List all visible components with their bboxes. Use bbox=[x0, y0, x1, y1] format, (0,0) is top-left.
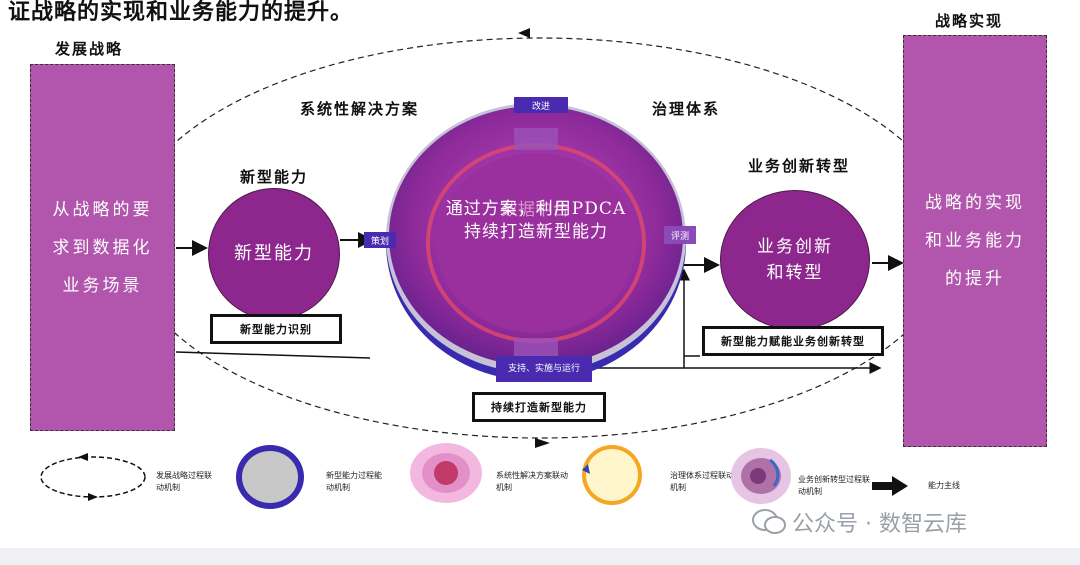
thick-arrow-icon bbox=[872, 476, 908, 496]
watermark: 公众号 · 数智云库 bbox=[752, 506, 967, 538]
tag-measure: 评测 bbox=[664, 226, 696, 244]
legend: 发展战略过程联动机制 新型能力过程能动机制 系统性解决方案联动机制 治理体系过程… bbox=[38, 443, 960, 512]
label-new-capability: 新型能力 bbox=[240, 168, 309, 186]
tag-support: 支持、实施与运行 bbox=[496, 356, 592, 382]
footer-bar bbox=[0, 548, 1080, 565]
watermark-text: 公众号 · 数智云库 bbox=[792, 512, 967, 537]
left-panel: 从战略的要求到数据化业务场景 bbox=[30, 64, 175, 431]
new-capability-text: 新型能力 bbox=[234, 243, 314, 264]
business-circle: 业务创新和转型 bbox=[720, 190, 870, 330]
gray-circle-icon bbox=[236, 445, 304, 509]
yellow-circle-icon bbox=[582, 445, 642, 505]
left-panel-text: 从战略的要求到数据化业务场景 bbox=[52, 199, 153, 296]
box-enable: 新型能力赋能业务创新转型 bbox=[702, 326, 884, 356]
legend-text-1: 新型能力过程能动机制 bbox=[326, 471, 382, 492]
right-panel-text: 战略的实现和业务能力的提升 bbox=[925, 193, 1025, 289]
tag-plan: 策划 bbox=[364, 232, 396, 248]
new-capability-circle: 新型能力 bbox=[208, 188, 340, 320]
page-title: 证战略的实现和业务能力的提升。 bbox=[8, 0, 354, 25]
swirl-circle-icon bbox=[731, 448, 791, 504]
center-ghost-text: 数据中台 bbox=[501, 200, 569, 220]
legend-text-4: 业务创新转型过程联动机制 bbox=[798, 475, 870, 496]
center-sphere bbox=[386, 103, 686, 381]
legend-text-2: 系统性解决方案联动机制 bbox=[496, 471, 568, 492]
tag-improve: 改进 bbox=[514, 97, 568, 113]
wechat-icon bbox=[752, 509, 786, 534]
label-governance: 治理体系 bbox=[652, 100, 721, 118]
label-business: 业务创新转型 bbox=[748, 157, 851, 175]
left-panel-header: 发展战略 bbox=[55, 40, 124, 58]
legend-text-3: 治理体系过程联动机制 bbox=[670, 471, 734, 492]
pink-sphere-icon bbox=[410, 443, 482, 503]
legend-text-5: 能力主线 bbox=[928, 481, 960, 490]
right-panel: 战略的实现和业务能力的提升 bbox=[903, 35, 1047, 447]
center-main-text: 通过方案，利用PDCA持续打造新型能力 bbox=[445, 199, 627, 242]
box-continuous: 持续打造新型能力 bbox=[472, 392, 606, 422]
right-panel-header: 战略实现 bbox=[935, 12, 1004, 30]
business-text: 业务创新和转型 bbox=[757, 237, 833, 283]
dashed-cycle-icon bbox=[40, 453, 146, 501]
legend-text-0: 发展战略过程联动机制 bbox=[156, 471, 212, 492]
label-solution: 系统性解决方案 bbox=[300, 100, 420, 118]
box-identify: 新型能力识别 bbox=[210, 314, 342, 344]
